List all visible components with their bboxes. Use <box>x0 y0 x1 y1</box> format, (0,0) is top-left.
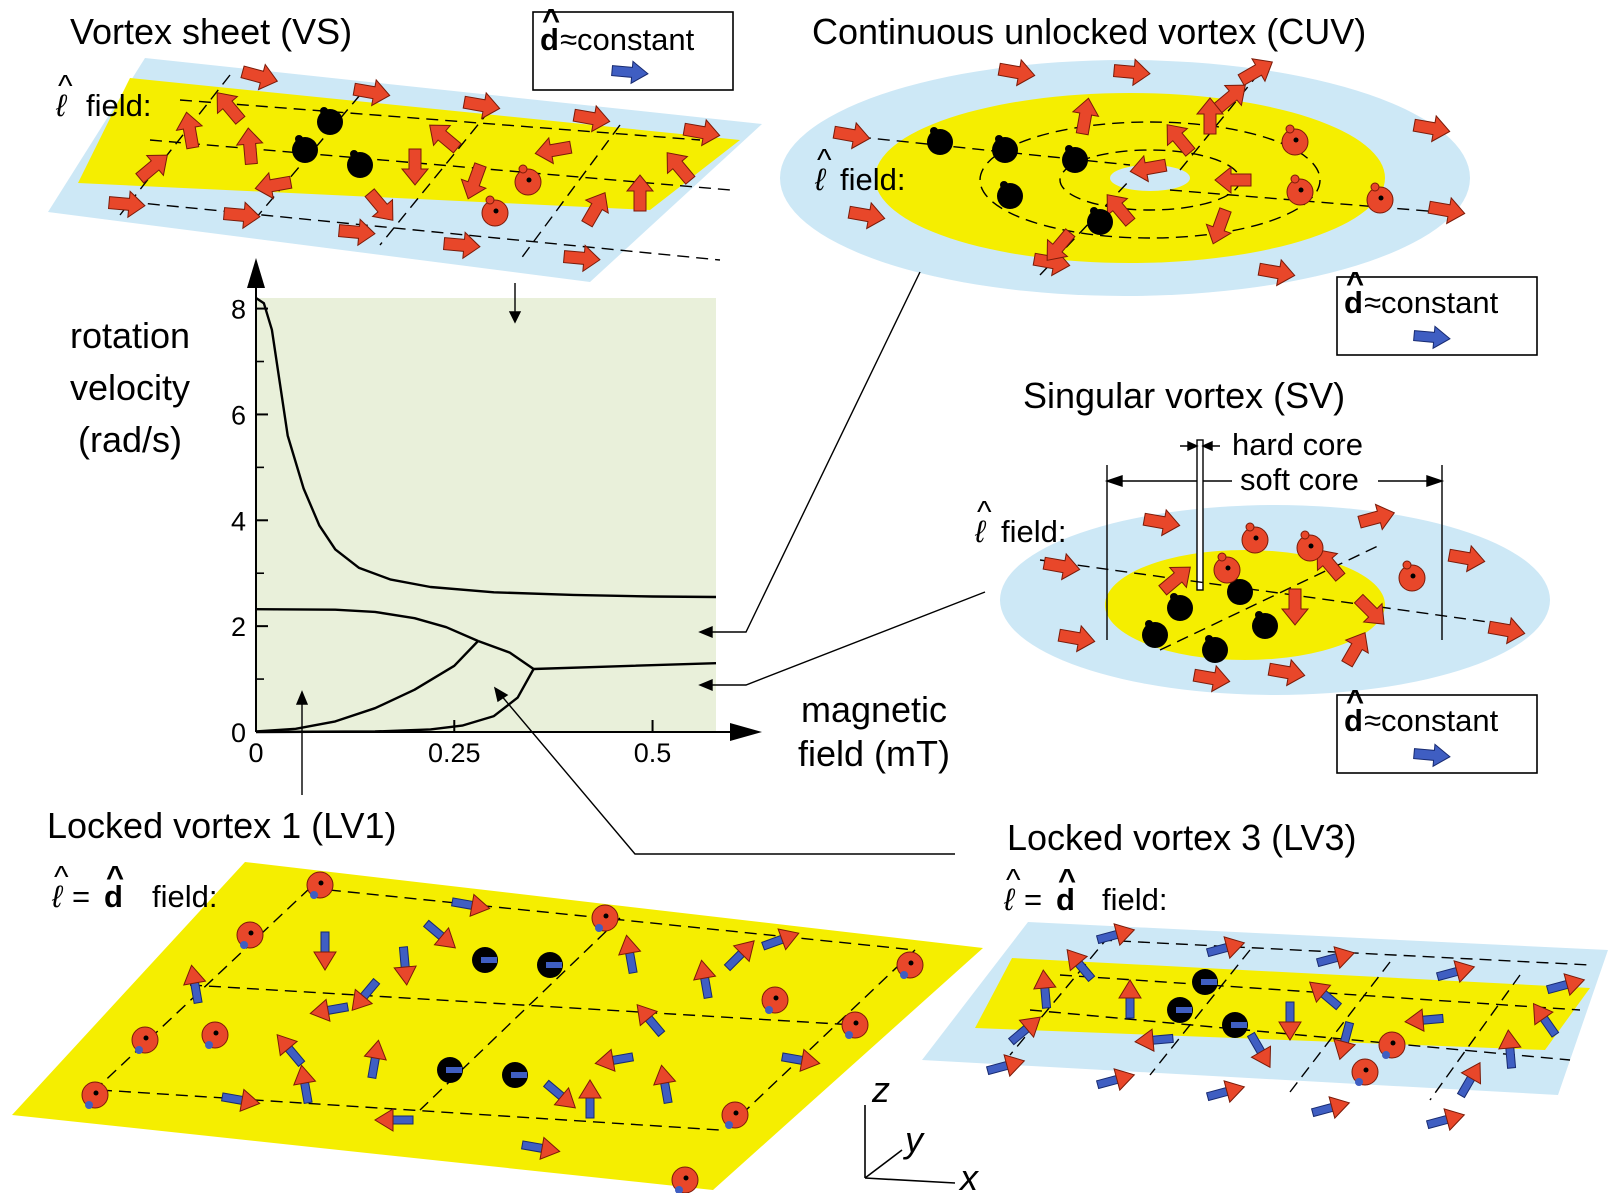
phase-boundary-curve-2 <box>255 608 479 643</box>
y-label-line-3: (rad/s) <box>78 419 182 460</box>
phase-boundary-curve-4 <box>477 639 535 670</box>
x-axis-arrowhead <box>730 723 762 741</box>
x-tick-label: 0.25 <box>428 738 481 768</box>
x-tick-label: 0 <box>248 738 263 768</box>
vs-title: Vortex sheet (VS) <box>70 11 352 52</box>
lv3-eq: = <box>1024 882 1042 917</box>
x-tick-label: 0.5 <box>634 738 672 768</box>
x-label-line-2: field (mT) <box>798 733 950 774</box>
y-tick-label: 8 <box>231 295 246 325</box>
vortex-sheet-panel: Vortex sheet (VS) ℓ ^ field: d ^ ≈consta… <box>48 2 762 282</box>
triad-z-label: z <box>871 1069 890 1110</box>
svg-text:^: ^ <box>58 68 73 103</box>
cuv-panel: Continuous unlocked vortex (CUV) ℓ ^ fie… <box>780 11 1538 356</box>
triad-y-label: y <box>902 1119 925 1160</box>
vs-d-constant-box: d ^ ≈constant <box>532 2 734 91</box>
panel-pointer-lines <box>295 271 986 855</box>
svg-text:^: ^ <box>1058 862 1076 897</box>
chart-ticks: 0 2 4 6 8 0 0.25 0.5 <box>231 295 671 768</box>
y-label-line-2: velocity <box>70 367 190 408</box>
y-tick-label: 6 <box>231 400 246 430</box>
x-label-line-1: magnetic <box>801 689 947 730</box>
y-label-line-1: rotation <box>70 315 190 356</box>
y-tick-label: 0 <box>231 718 246 748</box>
cuv-field-label-text: field: <box>840 162 905 197</box>
phase-boundary-curve-6 <box>533 662 717 671</box>
cuv-d-symbol: d <box>1344 285 1363 320</box>
lv1-eq: = <box>72 879 90 914</box>
svg-text:ℓ: ℓ <box>1003 882 1016 917</box>
sv-field-lines <box>1039 544 1511 651</box>
svg-text:^: ^ <box>1346 265 1364 300</box>
svg-text:ℓ: ℓ <box>51 879 64 914</box>
phase-boundary-curve-1 <box>255 297 717 599</box>
svg-text:^: ^ <box>817 142 832 177</box>
lv3-inner-region <box>975 958 1590 1050</box>
svg-text:ℓ: ℓ <box>974 514 987 549</box>
svg-text:^: ^ <box>1006 862 1021 897</box>
xyz-axes-icon: z y x <box>864 1069 980 1193</box>
sv-panel: Singular vortex (SV) hard core soft core… <box>974 375 1550 774</box>
sv-d-constant-box: d ^ ≈constant <box>1336 683 1538 774</box>
sv-soft-core-label: soft core <box>1240 462 1359 497</box>
vs-field-label: ℓ ^ field: <box>55 68 151 123</box>
y-tick-label: 4 <box>231 506 246 536</box>
y-axis-arrowhead <box>247 258 265 288</box>
lv3-title: Locked vortex 3 (LV3) <box>1007 817 1357 858</box>
plot-background <box>256 298 716 732</box>
cuv-d-constant-box: d ^ ≈constant <box>1336 265 1538 356</box>
svg-text:ℓ: ℓ <box>55 88 68 123</box>
sv-field-label-text: field: <box>1001 514 1066 549</box>
sv-d-constant-text: ≈constant <box>1364 703 1499 738</box>
lv3-d-symbol: d <box>1056 882 1075 917</box>
cuv-d-constant-text: ≈constant <box>1364 285 1499 320</box>
vs-d-constant-text: ≈constant <box>560 22 695 57</box>
sv-core-markers <box>1104 439 1445 640</box>
svg-text:^: ^ <box>977 494 992 529</box>
lv1-field-label-text: field: <box>152 879 217 914</box>
svg-text:^: ^ <box>54 859 69 894</box>
vs-d-symbol: d <box>540 22 559 57</box>
lv1-title: Locked vortex 1 (LV1) <box>47 805 397 846</box>
svg-text:^: ^ <box>1346 683 1364 718</box>
sv-d-symbol: d <box>1344 703 1363 738</box>
phase-boundary-curve-3 <box>255 640 479 733</box>
cuv-title: Continuous unlocked vortex (CUV) <box>812 11 1366 52</box>
lv1-d-symbol: d <box>104 879 123 914</box>
sv-title: Singular vortex (SV) <box>1023 375 1345 416</box>
lv3-grid-lines <box>1009 934 1591 1101</box>
triad-x-label: x <box>958 1157 980 1193</box>
x-axis-label: magnetic field (mT) <box>798 689 950 774</box>
lv3-field-label-text: field: <box>1102 882 1167 917</box>
lv1-panel: Locked vortex 1 (LV1) ℓ ^ = d ^ field: <box>12 805 983 1193</box>
svg-text:ℓ: ℓ <box>814 162 827 197</box>
lv3-field-label: ℓ ^ = d ^ field: <box>1003 862 1167 917</box>
svg-text:^: ^ <box>106 859 124 894</box>
cuv-field-label: ℓ ^ field: <box>814 142 905 197</box>
sv-hard-core-label: hard core <box>1232 427 1363 462</box>
lv1-field-label: ℓ ^ = d ^ field: <box>51 859 217 914</box>
svg-text:^: ^ <box>542 2 560 37</box>
y-axis-label: rotation velocity (rad/s) <box>70 315 190 460</box>
lv3-panel: Locked vortex 3 (LV3) ℓ ^ = d ^ field: <box>922 817 1608 1136</box>
vs-field-label-text: field: <box>86 88 151 123</box>
sv-field-label: ℓ ^ field: <box>974 494 1066 549</box>
y-tick-label: 2 <box>231 612 246 642</box>
